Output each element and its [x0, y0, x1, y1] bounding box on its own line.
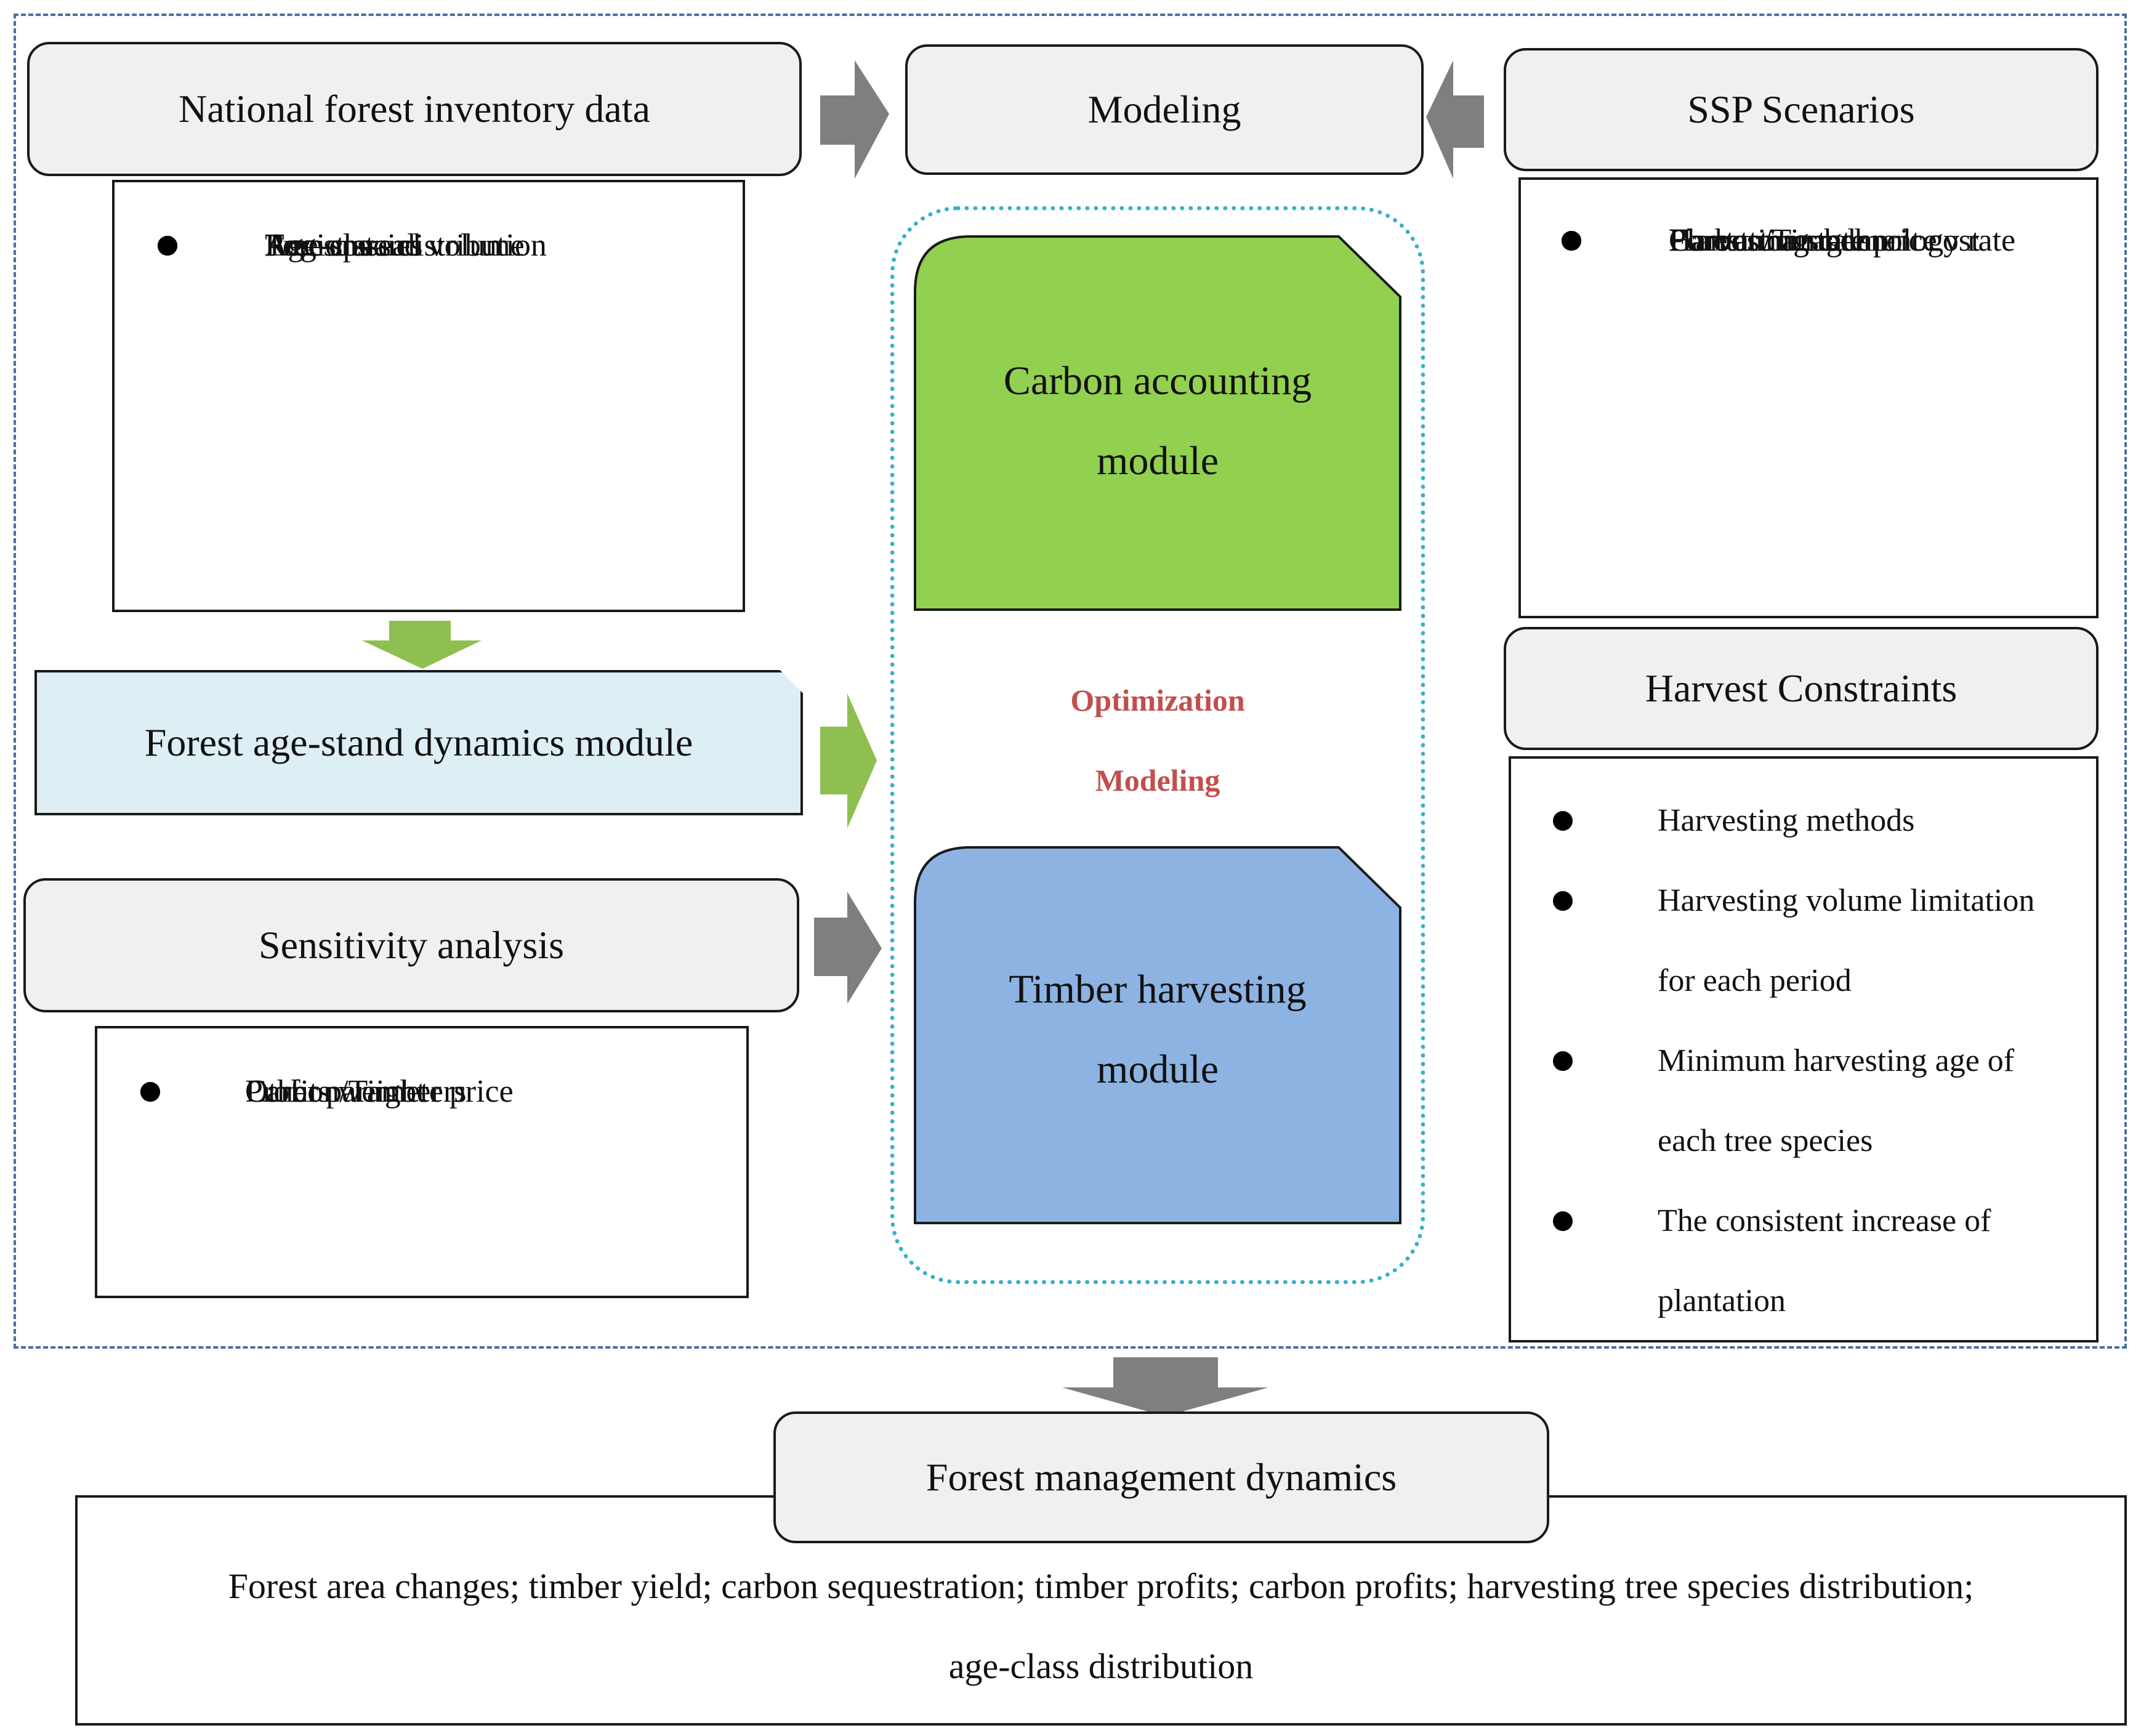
carbon-module-line2: module — [1097, 438, 1219, 483]
carbon-module-shape — [914, 235, 1401, 611]
optimization-line2: Modeling — [1095, 763, 1220, 797]
system-boundary-frame — [14, 14, 2127, 1349]
inventory-data-title: National forest inventory data — [179, 87, 650, 131]
list-item: The consistent increase of plantation — [1511, 1181, 2096, 1341]
management-outcomes-line2: age-class distribution — [948, 1646, 1254, 1686]
inventory-list-box: Regions Age-class distribution Tree spec… — [112, 180, 745, 612]
age-stand-module-box: Forest age-stand dynamics module — [34, 670, 803, 815]
arrow-to-management — [1062, 1357, 1268, 1416]
list-item: Harvesting methods — [1511, 781, 2096, 861]
optimization-frame — [890, 206, 1425, 1284]
arrow-inventory-to-modeling — [820, 60, 889, 179]
modeling-box: Modeling — [905, 44, 1424, 175]
ssp-list-box: Carbon/Timber price Forest management co… — [1518, 177, 2099, 618]
arrow-age-stand-to-optimization — [820, 693, 877, 828]
arrow-ssp-to-modeling — [1426, 60, 1484, 179]
sensitivity-list-box: Carbon/Timber price Profits weight Other… — [95, 1026, 749, 1298]
list-item: Harvesting volume limitation for each pe… — [1511, 861, 2096, 1021]
arrow-sensitivity-to-optimization — [814, 892, 882, 1004]
sensitivity-analysis-title: Sensitivity analysis — [259, 923, 564, 967]
optimization-label: Optimization Modeling — [890, 682, 1425, 798]
list-item: Minimum harvesting age of each tree spec… — [1511, 1021, 2096, 1181]
management-outcomes-line1: Forest area changes; timber yield; carbo… — [228, 1566, 1974, 1606]
management-outcomes-box: Forest area changes; timber yield; carbo… — [75, 1495, 2127, 1726]
optimization-line1: Optimization — [1070, 683, 1245, 717]
carbon-accounting-module: Carbon accounting module — [914, 235, 1401, 611]
harvest-constraints-list-box: Harvesting methods Harvesting volume lim… — [1509, 756, 2099, 1342]
inventory-data-box: National forest inventory data — [27, 42, 802, 176]
harvest-constraints-box: Harvest Constraints — [1504, 627, 2099, 750]
timber-module-line1: Timber harvesting — [1009, 967, 1307, 1012]
timber-module-shape — [914, 846, 1401, 1224]
sensitivity-analysis-box: Sensitivity analysis — [23, 878, 799, 1012]
ssp-scenarios-title: SSP Scenarios — [1687, 87, 1915, 131]
timber-module-line2: module — [1097, 1047, 1219, 1092]
management-dynamics-box: Forest management dynamics — [773, 1411, 1549, 1543]
arrow-inventory-to-age-stand — [362, 621, 482, 669]
timber-harvesting-module: Timber harvesting module — [914, 846, 1401, 1224]
modeling-title: Modeling — [1087, 87, 1241, 131]
age-stand-module-title: Forest age-stand dynamics module — [144, 721, 693, 764]
harvest-constraints-title: Harvest Constraints — [1645, 666, 1958, 710]
age-stand-module-shape — [34, 670, 803, 815]
carbon-module-line1: Carbon accounting — [1003, 358, 1312, 403]
management-dynamics-title: Forest management dynamics — [925, 1455, 1397, 1499]
ssp-scenarios-box: SSP Scenarios — [1504, 48, 2099, 171]
